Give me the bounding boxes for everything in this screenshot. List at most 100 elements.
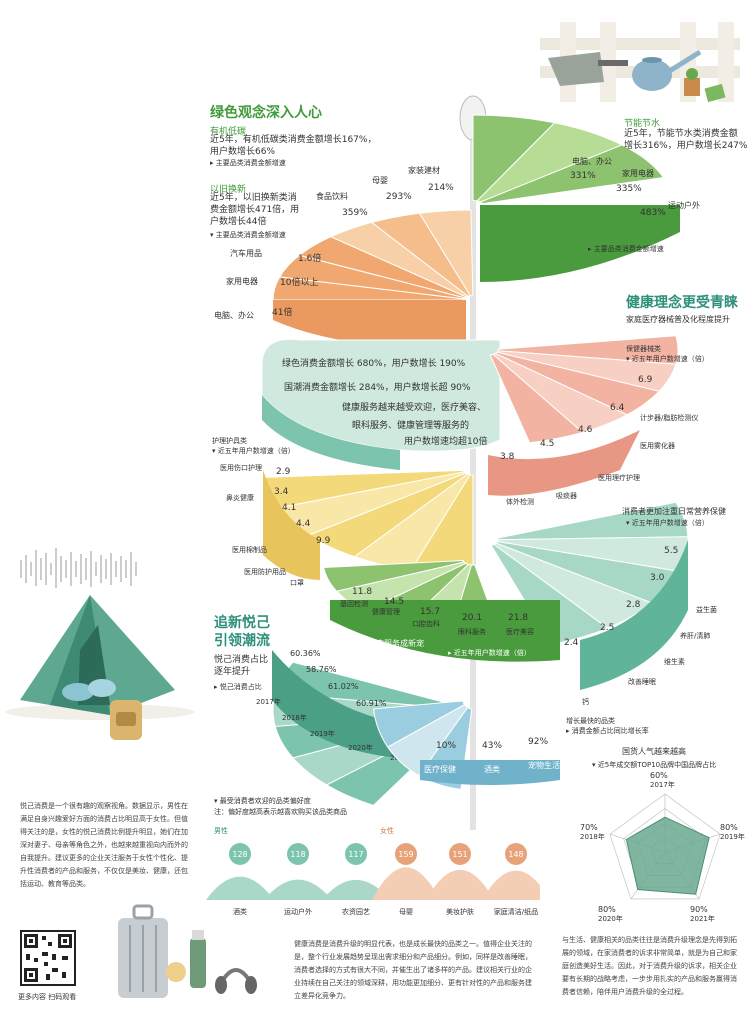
tradein-value: 1.6倍 xyxy=(298,252,321,264)
guochao-note: ▾ 近5年成交额TOP10品牌中国品牌占比 xyxy=(592,761,717,769)
device-base xyxy=(488,430,640,496)
center-text-line5: 用户数增速均超10倍 xyxy=(404,435,487,447)
energy-value: 331% xyxy=(570,171,596,181)
radar-value: 70% xyxy=(580,823,598,832)
nutrition-category: 维生素 xyxy=(664,657,685,666)
paragraph-middle: 健康消费是消费升级的明显代表，也是成长最快的品类之一。值得企业关注的是，整个行业… xyxy=(294,940,532,1000)
growth-note-2: ▸ 消费金额占比同比增长率 xyxy=(566,727,649,735)
care-category: 医用棉制品 xyxy=(232,545,267,554)
heading-green: 绿色观念深入人心 xyxy=(210,105,322,121)
service-value: 14.5 xyxy=(384,597,404,607)
female-category: 美妆护肤 xyxy=(446,907,474,916)
device-category: 医用雾化器 xyxy=(640,441,675,450)
service-value: 21.8 xyxy=(508,613,528,623)
device-category: 体外检测 xyxy=(506,497,534,506)
organic-category: 家装建材 xyxy=(408,165,440,175)
center-band-shape xyxy=(261,338,501,452)
favorite-note: 注：偏好度越高表示越喜欢购买该品类商品 xyxy=(214,808,347,816)
health-note-2-text: 近五年用户数增速（倍） xyxy=(631,355,709,363)
organic-category: 母婴 xyxy=(372,176,388,185)
favorite-title: ▾ 最受消费者欢迎的品类偏好度 xyxy=(214,797,311,805)
male-bubble xyxy=(287,843,309,865)
energy-base xyxy=(480,205,680,282)
center-band-edge xyxy=(262,365,400,470)
male-bubble xyxy=(345,843,367,865)
care-category: 鼻炎健康 xyxy=(226,493,254,502)
device-category: 计步器/脂肪检测仪 xyxy=(640,413,698,422)
center-text-line3: 健康服务越来越受欢迎，医疗美容、 xyxy=(342,401,486,413)
plant-pot-illustration xyxy=(684,68,726,103)
organic-note: ▸ 主要品类消费金额增速 xyxy=(210,159,286,167)
organic-value: 214% xyxy=(428,183,454,193)
trend-note-text: 悦己消费占比 xyxy=(219,683,262,691)
care-base xyxy=(263,470,320,580)
nutrition-value: 2.4 xyxy=(564,638,579,648)
service-value: 20.1 xyxy=(462,613,482,623)
nutrition-base xyxy=(580,540,688,690)
center-band: 绿色消费金额增长 680%，用户数增长 190%国潮消费金额增长 284%，用户… xyxy=(261,338,501,470)
trend-text-2: 逐年提升 xyxy=(214,667,251,677)
organic-text-2: 用户数增长66% xyxy=(210,147,276,157)
service-label: 消费类健康服务成新宠 xyxy=(344,638,424,648)
nutrition-category: 改善睡眠 xyxy=(628,677,656,686)
tradein-value: 41倍 xyxy=(272,306,292,318)
female-category: 母婴 xyxy=(399,908,413,916)
radar-grid xyxy=(609,793,721,900)
headphones-illustration xyxy=(215,968,257,994)
heading-trend-2: 引领潮流 xyxy=(214,633,270,649)
nutrition-note-text: 近五年用户数增速（倍） xyxy=(631,519,709,527)
qr-code-pattern xyxy=(24,934,72,982)
female-category: 家庭清洁/纸品 xyxy=(494,907,538,916)
qr-code[interactable] xyxy=(20,930,76,986)
shovel-illustration xyxy=(548,52,628,86)
energy-note: ▸ 主要品类消费金额增速 xyxy=(588,245,664,253)
female-value: 148 xyxy=(508,850,523,859)
level-health-devices: 6.9计步器/脂肪检测仪6.4医用雾化器4.6医用理疗护理4.5吸痰器3.8体外… xyxy=(488,335,698,506)
suitcase-illustration xyxy=(118,904,168,998)
backpack-illustration xyxy=(110,700,142,740)
service-category: 医疗美容 xyxy=(506,627,534,636)
radar-value: 60% xyxy=(650,771,668,780)
growth-category: 医疗保健 xyxy=(424,764,456,774)
device-value: 4.5 xyxy=(540,439,554,449)
sound-wave-decoration xyxy=(20,548,137,588)
organic-category: 食品饮料 xyxy=(316,191,348,201)
male-area xyxy=(322,879,390,900)
service-note: ▸ 近五年用户数增速（倍） xyxy=(448,648,531,657)
radar-category: 2018年 xyxy=(580,832,605,841)
organic-note-text: 主要品类消费金额增速 xyxy=(215,159,286,167)
energy-category: 电脑、办公 xyxy=(572,156,612,166)
radar-category: 2020年 xyxy=(598,914,623,923)
orange-bar xyxy=(418,209,474,297)
male-area xyxy=(264,879,332,900)
trend-note: ▸ 悦己消费占比 xyxy=(214,683,262,691)
nutrition-title: 消费者更加注重日常营养保健 xyxy=(622,507,726,516)
nutrition-value: 3.0 xyxy=(650,573,665,583)
tradein-category: 电脑、办公 xyxy=(214,310,254,320)
pleasing-category: 2018年 xyxy=(282,713,307,722)
pleasing-value: 61.02% xyxy=(328,682,359,691)
energy-value: 335% xyxy=(616,184,642,194)
female-area xyxy=(372,867,440,900)
organic-value: 359% xyxy=(342,208,368,218)
heading-trend-1: 追新悦己 xyxy=(214,615,270,631)
growth-value: 10% xyxy=(436,741,456,751)
nutrition-category: 钙 xyxy=(582,697,589,706)
female-label: 女性 xyxy=(380,827,394,835)
pleasing-value: 60.91% xyxy=(356,699,387,708)
service-category: 口腔齿科 xyxy=(412,619,440,628)
qr-caption: 更多内容 扫码观看 xyxy=(18,993,77,1001)
male-label: 男性 xyxy=(214,827,228,835)
male-category: 农资园艺 xyxy=(342,907,370,916)
care-category: 医用伤口护理 xyxy=(220,463,262,472)
growth-note-2-text: 消费金额占比同比增长率 xyxy=(571,727,649,735)
paragraph-right: 与生活、健康相关的品类往往是消费升级理念是先得到拓展的领域，在家消费者的诉求非常… xyxy=(562,936,737,996)
radar-value: 90% xyxy=(690,905,708,914)
radar-area xyxy=(625,816,710,895)
device-category: 吸痰器 xyxy=(556,491,577,500)
